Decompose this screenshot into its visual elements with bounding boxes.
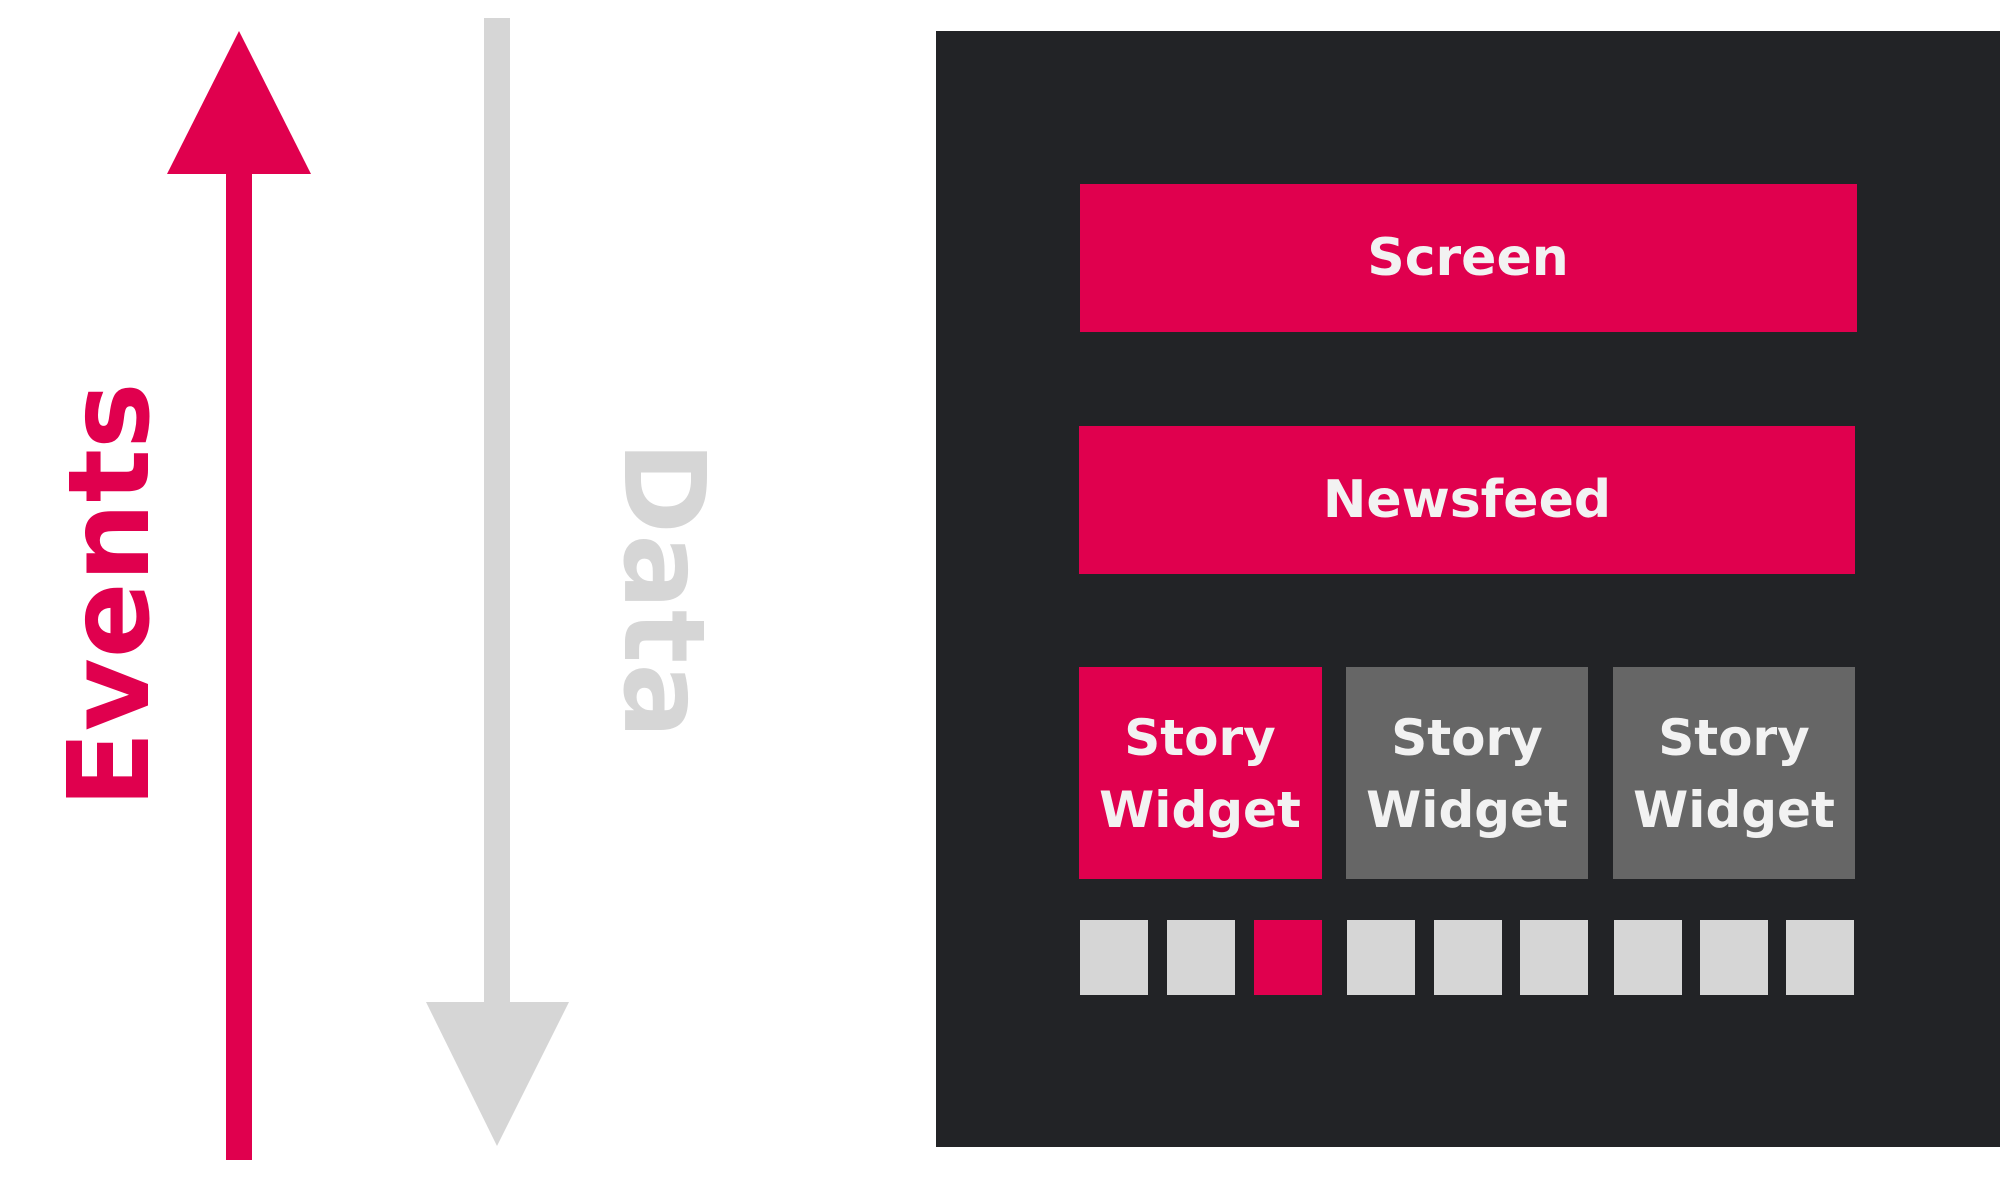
leaf-cells-row	[1080, 920, 1854, 995]
leaf-cell-4	[1347, 920, 1415, 995]
leaf-cell-8	[1700, 920, 1768, 995]
data-label: Data	[598, 441, 728, 739]
events-arrow-shaft	[226, 168, 252, 1160]
leaf-cell-9	[1786, 920, 1854, 995]
events-arrow	[167, 31, 311, 1160]
data-arrow	[426, 18, 569, 1146]
data-arrow-shaft	[484, 18, 510, 1008]
leaf-cell-2	[1167, 920, 1235, 995]
events-arrow-head	[167, 31, 311, 174]
newsfeed-box: Newsfeed	[1079, 426, 1855, 574]
screen-box: Screen	[1080, 184, 1857, 332]
story-widget-3-line2: Widget	[1633, 781, 1835, 839]
story-widget-3: Story Widget	[1613, 667, 1855, 879]
leaf-cell-1	[1080, 920, 1148, 995]
story-widget-1-line1: Story	[1124, 709, 1276, 767]
leaf-cell-5	[1434, 920, 1502, 995]
data-arrow-head	[426, 1002, 569, 1146]
leaf-cell-6	[1520, 920, 1588, 995]
story-widget-3-line1: Story	[1658, 709, 1810, 767]
events-label: Events	[45, 382, 175, 807]
screen-label: Screen	[1367, 228, 1568, 288]
leaf-cell-7	[1614, 920, 1682, 995]
story-widget-2-line1: Story	[1391, 709, 1543, 767]
story-widget-1: Story Widget	[1079, 667, 1322, 879]
story-widget-2-line2: Widget	[1366, 781, 1568, 839]
story-widget-2: Story Widget	[1346, 667, 1588, 879]
newsfeed-label: Newsfeed	[1323, 470, 1611, 530]
leaf-cell-3	[1254, 920, 1322, 995]
story-widget-1-line2: Widget	[1099, 781, 1301, 839]
